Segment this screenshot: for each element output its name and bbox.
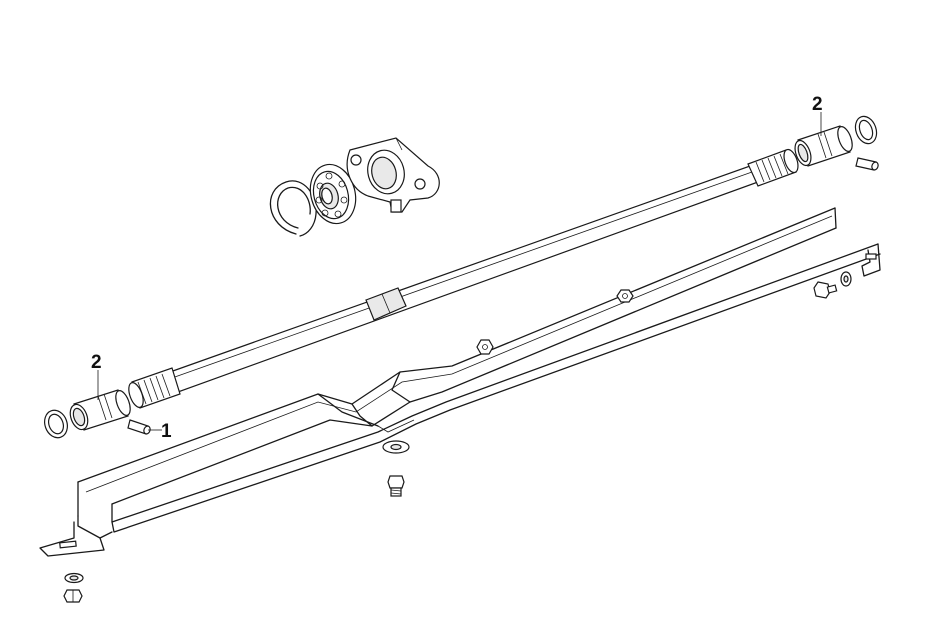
o-ring-left	[44, 409, 68, 439]
bolt-center	[387, 475, 405, 497]
rail-nut-right	[616, 289, 634, 303]
bearing-housing	[346, 137, 440, 213]
mounting-rail	[39, 207, 881, 557]
retaining-snap-ring	[269, 180, 317, 237]
washer-center	[382, 440, 410, 454]
dowel-pin	[127, 419, 151, 435]
washer-right	[840, 271, 852, 287]
callout-pin: 1	[161, 421, 172, 442]
bolt-left	[63, 589, 83, 603]
spline-coupling-left	[69, 389, 131, 431]
o-ring-right	[854, 115, 878, 145]
dowel-pin-right	[855, 157, 879, 171]
bolt-right	[813, 281, 838, 299]
drive-shaft	[128, 148, 799, 409]
rail-nut-center	[476, 339, 494, 355]
washer-left	[64, 572, 84, 584]
callout-coupling-right: 2	[812, 94, 823, 115]
callout-coupling-left: 2	[91, 352, 102, 373]
shaft-spline-right	[747, 148, 799, 187]
shaft-spline-left	[128, 367, 181, 409]
spline-coupling-right	[794, 125, 853, 167]
ball-bearing	[309, 163, 357, 225]
